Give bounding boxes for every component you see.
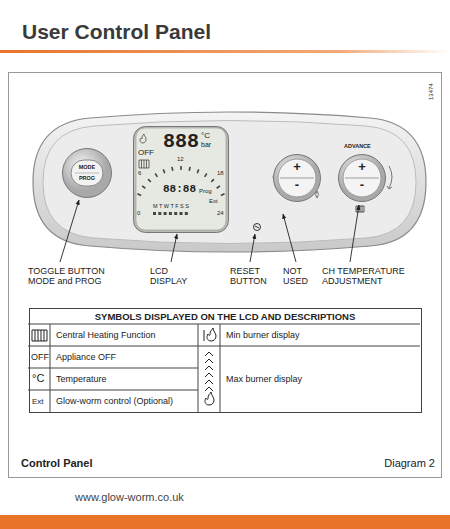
node-text: bar	[201, 141, 211, 149]
table-cell: Glow-worm control (Optional)	[56, 396, 173, 406]
node-text: -	[273, 178, 321, 193]
day-mark	[169, 212, 172, 215]
day-mark	[174, 212, 177, 215]
node-text: OFF	[138, 148, 154, 157]
node-text: Prog	[199, 188, 212, 195]
rotate-arrow	[387, 166, 392, 189]
dial-tick	[163, 169, 164, 173]
min-burner-icon	[204, 328, 216, 341]
callout-label: LCD DISPLAY	[150, 266, 198, 287]
node-text: 24	[217, 210, 224, 217]
dial-tick	[148, 179, 151, 182]
dial-tick	[188, 167, 190, 171]
table-cell: Appliance OFF	[56, 352, 116, 362]
panel-face	[43, 121, 416, 244]
dial-tick	[171, 167, 173, 171]
dial-tick	[180, 166, 182, 170]
callout-label: CH TEMPERATURE ADJUSTMENT	[322, 266, 426, 287]
toggle-button: MODE PROG	[62, 148, 114, 198]
day-mark	[164, 212, 167, 215]
max-burner-icon	[205, 352, 214, 405]
node-text: SYMBOLS DISPLAYED ON THE LCD AND DESCRIP…	[30, 312, 420, 323]
node-text: Control Panel	[21, 457, 93, 470]
leader-line	[60, 200, 79, 262]
lcd-display: 888°CbarOFF Ext 88:88Prog M T W T F S S 0 6 12…	[133, 126, 229, 233]
node-text: PROG	[62, 175, 112, 181]
dial-tick	[197, 169, 198, 173]
node-text: Diagram 2	[339, 457, 435, 470]
node-text: +	[273, 160, 321, 175]
dial-tick	[217, 186, 220, 188]
day-mark	[185, 212, 188, 215]
panel-marking: ADVANCE	[344, 143, 371, 149]
leader-line	[283, 214, 296, 262]
panel-housing	[33, 112, 426, 252]
radiator-icon	[32, 330, 47, 341]
node-text: MODE	[62, 164, 112, 170]
footer-bar	[0, 515, 450, 529]
lcd-bezel	[134, 127, 229, 233]
node-text: -	[338, 178, 386, 193]
button-shape	[62, 148, 114, 198]
knob: +-	[338, 154, 388, 202]
knob-rim	[274, 155, 321, 202]
table-cell: Temperature	[56, 374, 107, 384]
node-text: 12	[177, 156, 184, 163]
node-text: 6	[138, 170, 141, 177]
leader-line	[350, 205, 359, 262]
dial-tick	[155, 174, 157, 177]
dial-tick	[221, 194, 225, 196]
table-cell: Min burner display	[226, 330, 300, 340]
callout-label: NOT USED	[283, 266, 319, 287]
dial-ticks	[137, 166, 224, 195]
node-text: 88:88	[163, 183, 196, 196]
table-cell: °C	[32, 372, 44, 385]
node-text: Ext	[209, 198, 218, 205]
table-cell: Central Heating Function	[56, 330, 156, 340]
callout-label: RESET BUTTON	[230, 266, 274, 287]
node-text: 18	[217, 170, 224, 177]
dial-tick	[211, 179, 214, 182]
knob-rim	[339, 155, 386, 202]
node-text: 0	[137, 210, 140, 217]
node-text: 888	[163, 130, 199, 153]
lcd-radiator	[139, 160, 149, 168]
day-mark	[153, 212, 156, 215]
button-rim	[63, 149, 112, 198]
leader-line	[250, 234, 255, 262]
table-cell: Ext	[32, 397, 44, 406]
knob: +-	[273, 154, 323, 202]
table-cell: Max burner display	[226, 374, 302, 384]
page-title: User Control Panel	[22, 20, 211, 44]
node-text: °C	[201, 131, 210, 140]
panel-marking: 13474	[428, 83, 435, 100]
leader-line	[171, 234, 177, 262]
day-marks	[153, 212, 188, 215]
reset-symbol	[255, 226, 259, 228]
dial-tick	[142, 186, 145, 188]
day-mark	[180, 212, 183, 215]
dial-tick	[205, 174, 207, 177]
radiator-symbol	[356, 206, 364, 212]
table-cell: OFF	[31, 352, 49, 362]
button-divider	[75, 173, 99, 174]
dial-tick	[137, 194, 141, 196]
button-face	[71, 160, 103, 186]
lcd-screen	[136, 128, 226, 230]
web-address: www.glow-worm.co.uk	[75, 491, 184, 504]
lcd-flame	[140, 134, 146, 143]
reset-button	[254, 224, 261, 231]
node-text: M T W T F S S	[153, 203, 189, 209]
day-mark	[158, 212, 161, 215]
title-rule	[0, 50, 450, 53]
node-text: +	[338, 160, 386, 175]
callout-label: TOGGLE BUTTON MODE and PROG	[28, 266, 118, 287]
table-grid	[28, 324, 420, 412]
